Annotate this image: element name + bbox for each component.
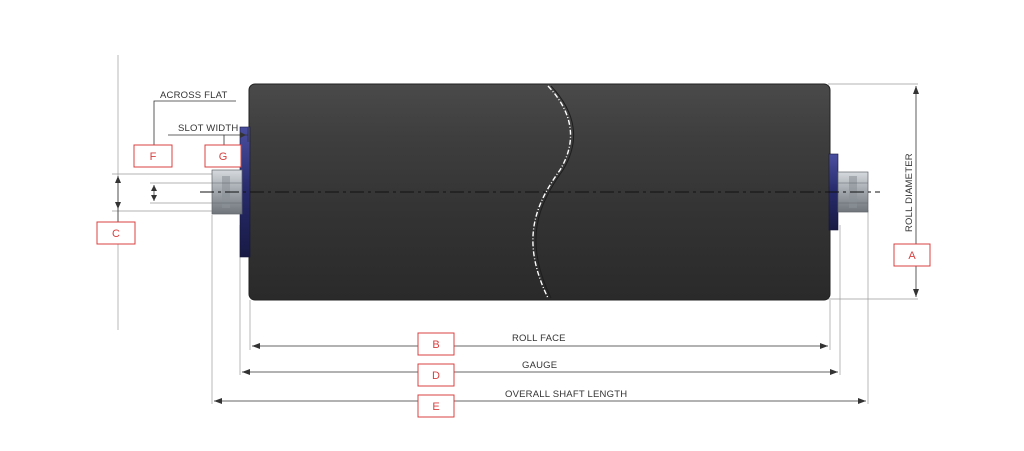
gauge-label: GAUGE: [522, 360, 557, 371]
roller-break-line: [532, 85, 572, 299]
svg-text:B: B: [432, 339, 439, 351]
callout-box-b: B: [417, 332, 455, 356]
svg-text:F: F: [150, 151, 157, 163]
callout-box-d: D: [417, 363, 455, 387]
roll-face-label: ROLL FACE: [512, 333, 566, 344]
svg-text:D: D: [432, 370, 440, 382]
across-flat-label: ACROSS FLAT: [160, 90, 227, 101]
callout-box-f: F: [133, 144, 173, 168]
slot-width-label: SLOT WIDTH: [178, 123, 238, 134]
svg-text:A: A: [908, 250, 916, 262]
callout-box-e: E: [417, 394, 455, 418]
svg-text:E: E: [432, 401, 439, 413]
callout-box-a: A: [893, 243, 931, 267]
dimension-lines: [115, 86, 919, 404]
callout-box-g: G: [204, 144, 242, 168]
roll-diameter-label: ROLL DIAMETER: [904, 153, 915, 232]
svg-text:G: G: [219, 151, 228, 163]
overall-shaft-length-label: OVERALL SHAFT LENGTH: [505, 389, 627, 400]
svg-text:C: C: [112, 228, 120, 240]
callout-box-c: C: [96, 221, 136, 245]
roller: [200, 83, 880, 301]
